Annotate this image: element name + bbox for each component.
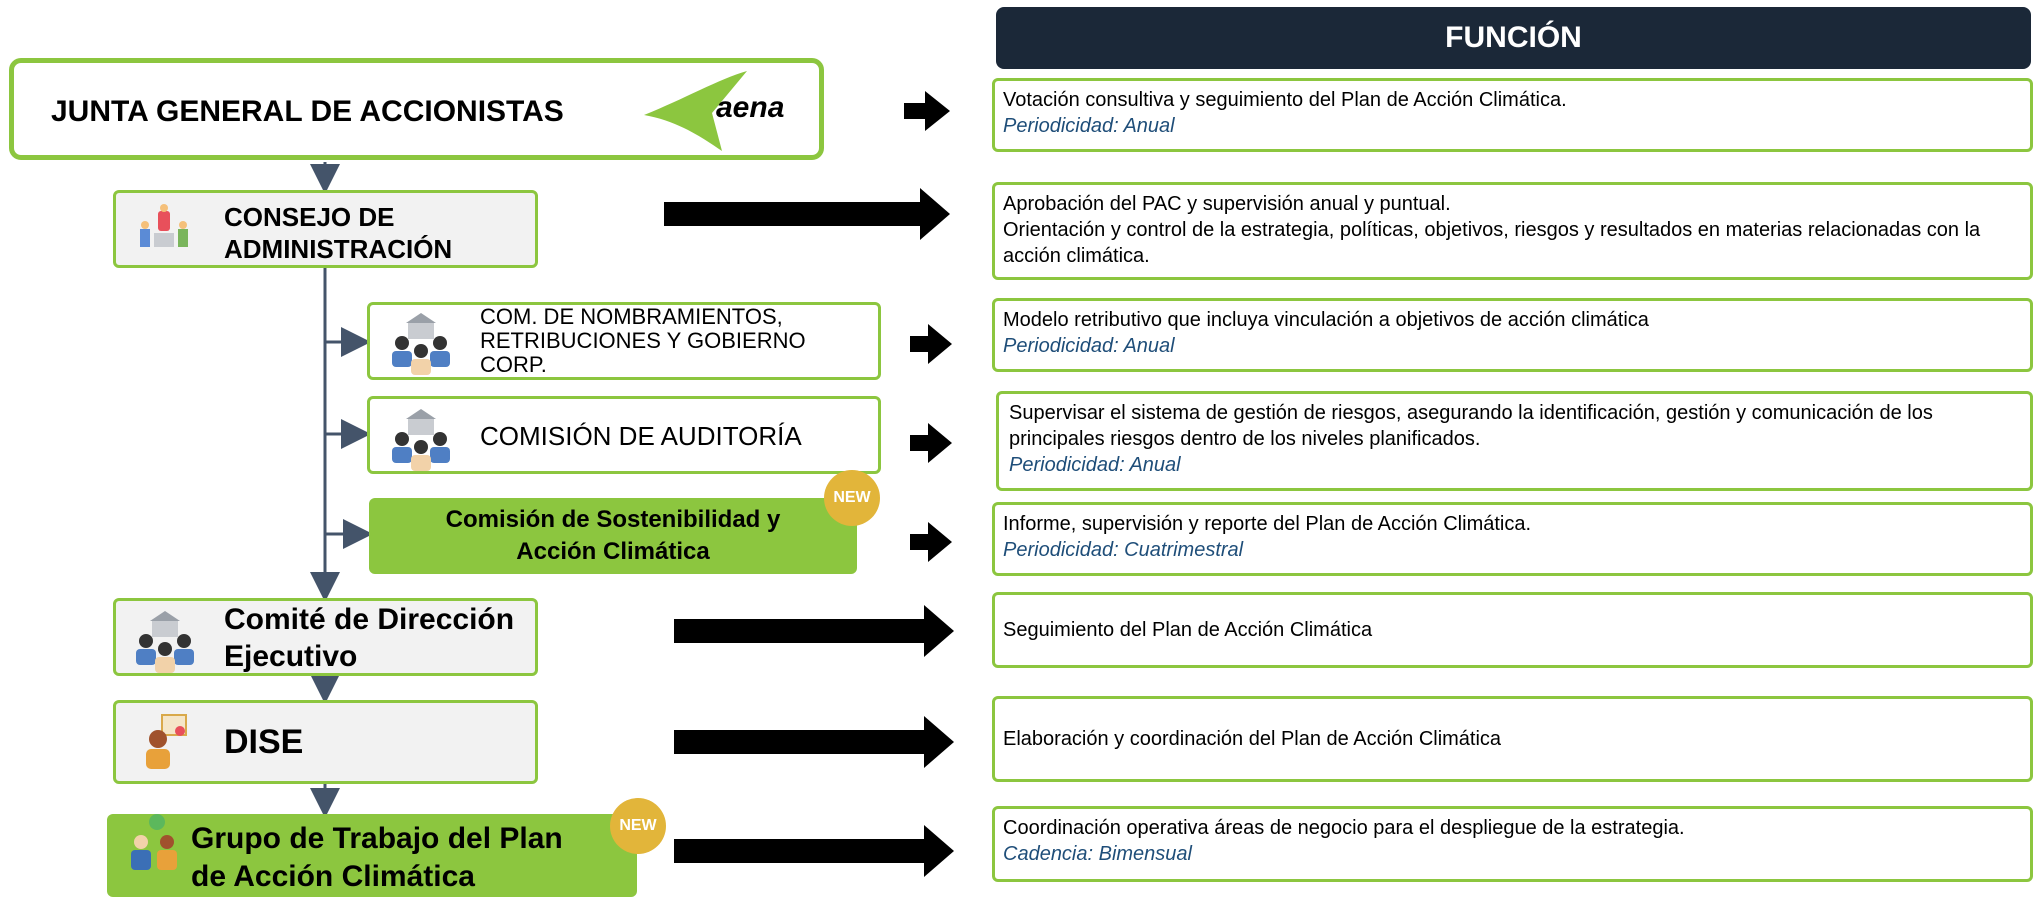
function-text: Modelo retributivo que incluya vinculaci… [1003, 309, 1649, 331]
board-people-icon [140, 204, 188, 247]
node-dise-title: DISE [224, 723, 304, 761]
arrow-junta [904, 91, 950, 131]
manager-certificate-icon [146, 714, 187, 769]
node-grupo: Grupo de Trabajo del Plan de Acción Clim… [107, 814, 637, 897]
function-box-comite: Seguimiento del Plan de Acción Climática [992, 592, 2033, 668]
function-period: Periodicidad: Anual [1003, 335, 1175, 357]
function-box-nombramientos: Modelo retributivo que incluya vinculaci… [992, 298, 2033, 372]
team-globe-icon [131, 814, 177, 870]
node-junta-title: JUNTA GENERAL DE ACCIONISTAS [51, 95, 564, 128]
node-auditoria: COMISIÓN DE AUDITORÍA [367, 396, 881, 474]
arrow-nombramientos [910, 324, 952, 364]
function-period: Periodicidad: Anual [1009, 454, 1181, 476]
function-box-dise: Elaboración y coordinación del Plan de A… [992, 696, 2033, 782]
function-box-consejo: Aprobación del PAC y supervisión anual y… [992, 182, 2033, 280]
node-nombramientos-title: COM. DE NOMBRAMIENTOS, RETRIBUCIONES Y G… [480, 304, 806, 377]
aena-logo-icon [644, 71, 747, 151]
function-box-grupo: Coordinación operativa áreas de negocio … [992, 806, 2033, 882]
arrow-auditoria [910, 423, 952, 463]
function-header-title: FUNCIÓN [1445, 21, 1582, 54]
function-text: Votación consultiva y seguimiento del Pl… [1003, 89, 1567, 111]
function-box-sostenibilidad: Informe, supervisión y reporte del Plan … [992, 502, 2033, 576]
node-dise: DISE [113, 700, 538, 784]
committee-building-icon [392, 313, 450, 375]
function-header: FUNCIÓN [996, 7, 2031, 69]
node-auditoria-title: COMISIÓN DE AUDITORÍA [480, 421, 802, 451]
arrow-grupo [674, 825, 954, 877]
function-box-junta: Votación consultiva y seguimiento del Pl… [992, 78, 2033, 152]
function-period: Periodicidad: Anual [1003, 115, 1175, 137]
node-sostenibilidad: Comisión de Sostenibilidad y Acción Clim… [369, 498, 857, 574]
function-text: Elaboración y coordinación del Plan de A… [1003, 728, 1502, 750]
arrow-dise [674, 716, 954, 768]
function-text: Aprobación del PAC y supervisión anual y… [1003, 193, 1981, 267]
node-consejo: CONSEJO DE ADMINISTRACIÓN [113, 190, 538, 268]
function-box-auditoria: Supervisar el sistema de gestión de ries… [996, 391, 2033, 491]
function-text: Seguimiento del Plan de Acción Climática [1003, 619, 1373, 641]
node-nombramientos: COM. DE NOMBRAMIENTOS, RETRIBUCIONES Y G… [367, 302, 881, 380]
committee-building-icon [392, 409, 450, 471]
node-comite: Comité de Dirección Ejecutivo [113, 598, 538, 676]
node-comite-title: Comité de Dirección Ejecutivo [224, 603, 515, 673]
new-badge-grupo: NEW [610, 798, 666, 854]
arrow-comite [674, 605, 954, 657]
node-sostenibilidad-title: Comisión de Sostenibilidad y Acción Clim… [445, 506, 781, 565]
committee-building-icon [136, 611, 194, 673]
function-period: Cadencia: Bimensual [1003, 843, 1192, 865]
node-junta: JUNTA GENERAL DE ACCIONISTAS aena [9, 58, 824, 160]
function-text: Informe, supervisión y reporte del Plan … [1003, 513, 1532, 535]
node-consejo-title: CONSEJO DE ADMINISTRACIÓN [224, 202, 453, 264]
function-text: Supervisar el sistema de gestión de ries… [1009, 402, 1933, 450]
function-text: Coordinación operativa áreas de negocio … [1003, 817, 1685, 839]
node-grupo-title: Grupo de Trabajo del Plan de Acción Clim… [191, 822, 563, 893]
aena-logo-text: aena [716, 91, 785, 124]
arrow-sostenibilidad [910, 522, 952, 562]
new-badge-sostenibilidad: NEW [824, 470, 880, 526]
arrow-consejo [664, 188, 950, 240]
function-period: Periodicidad: Cuatrimestral [1003, 539, 1244, 561]
